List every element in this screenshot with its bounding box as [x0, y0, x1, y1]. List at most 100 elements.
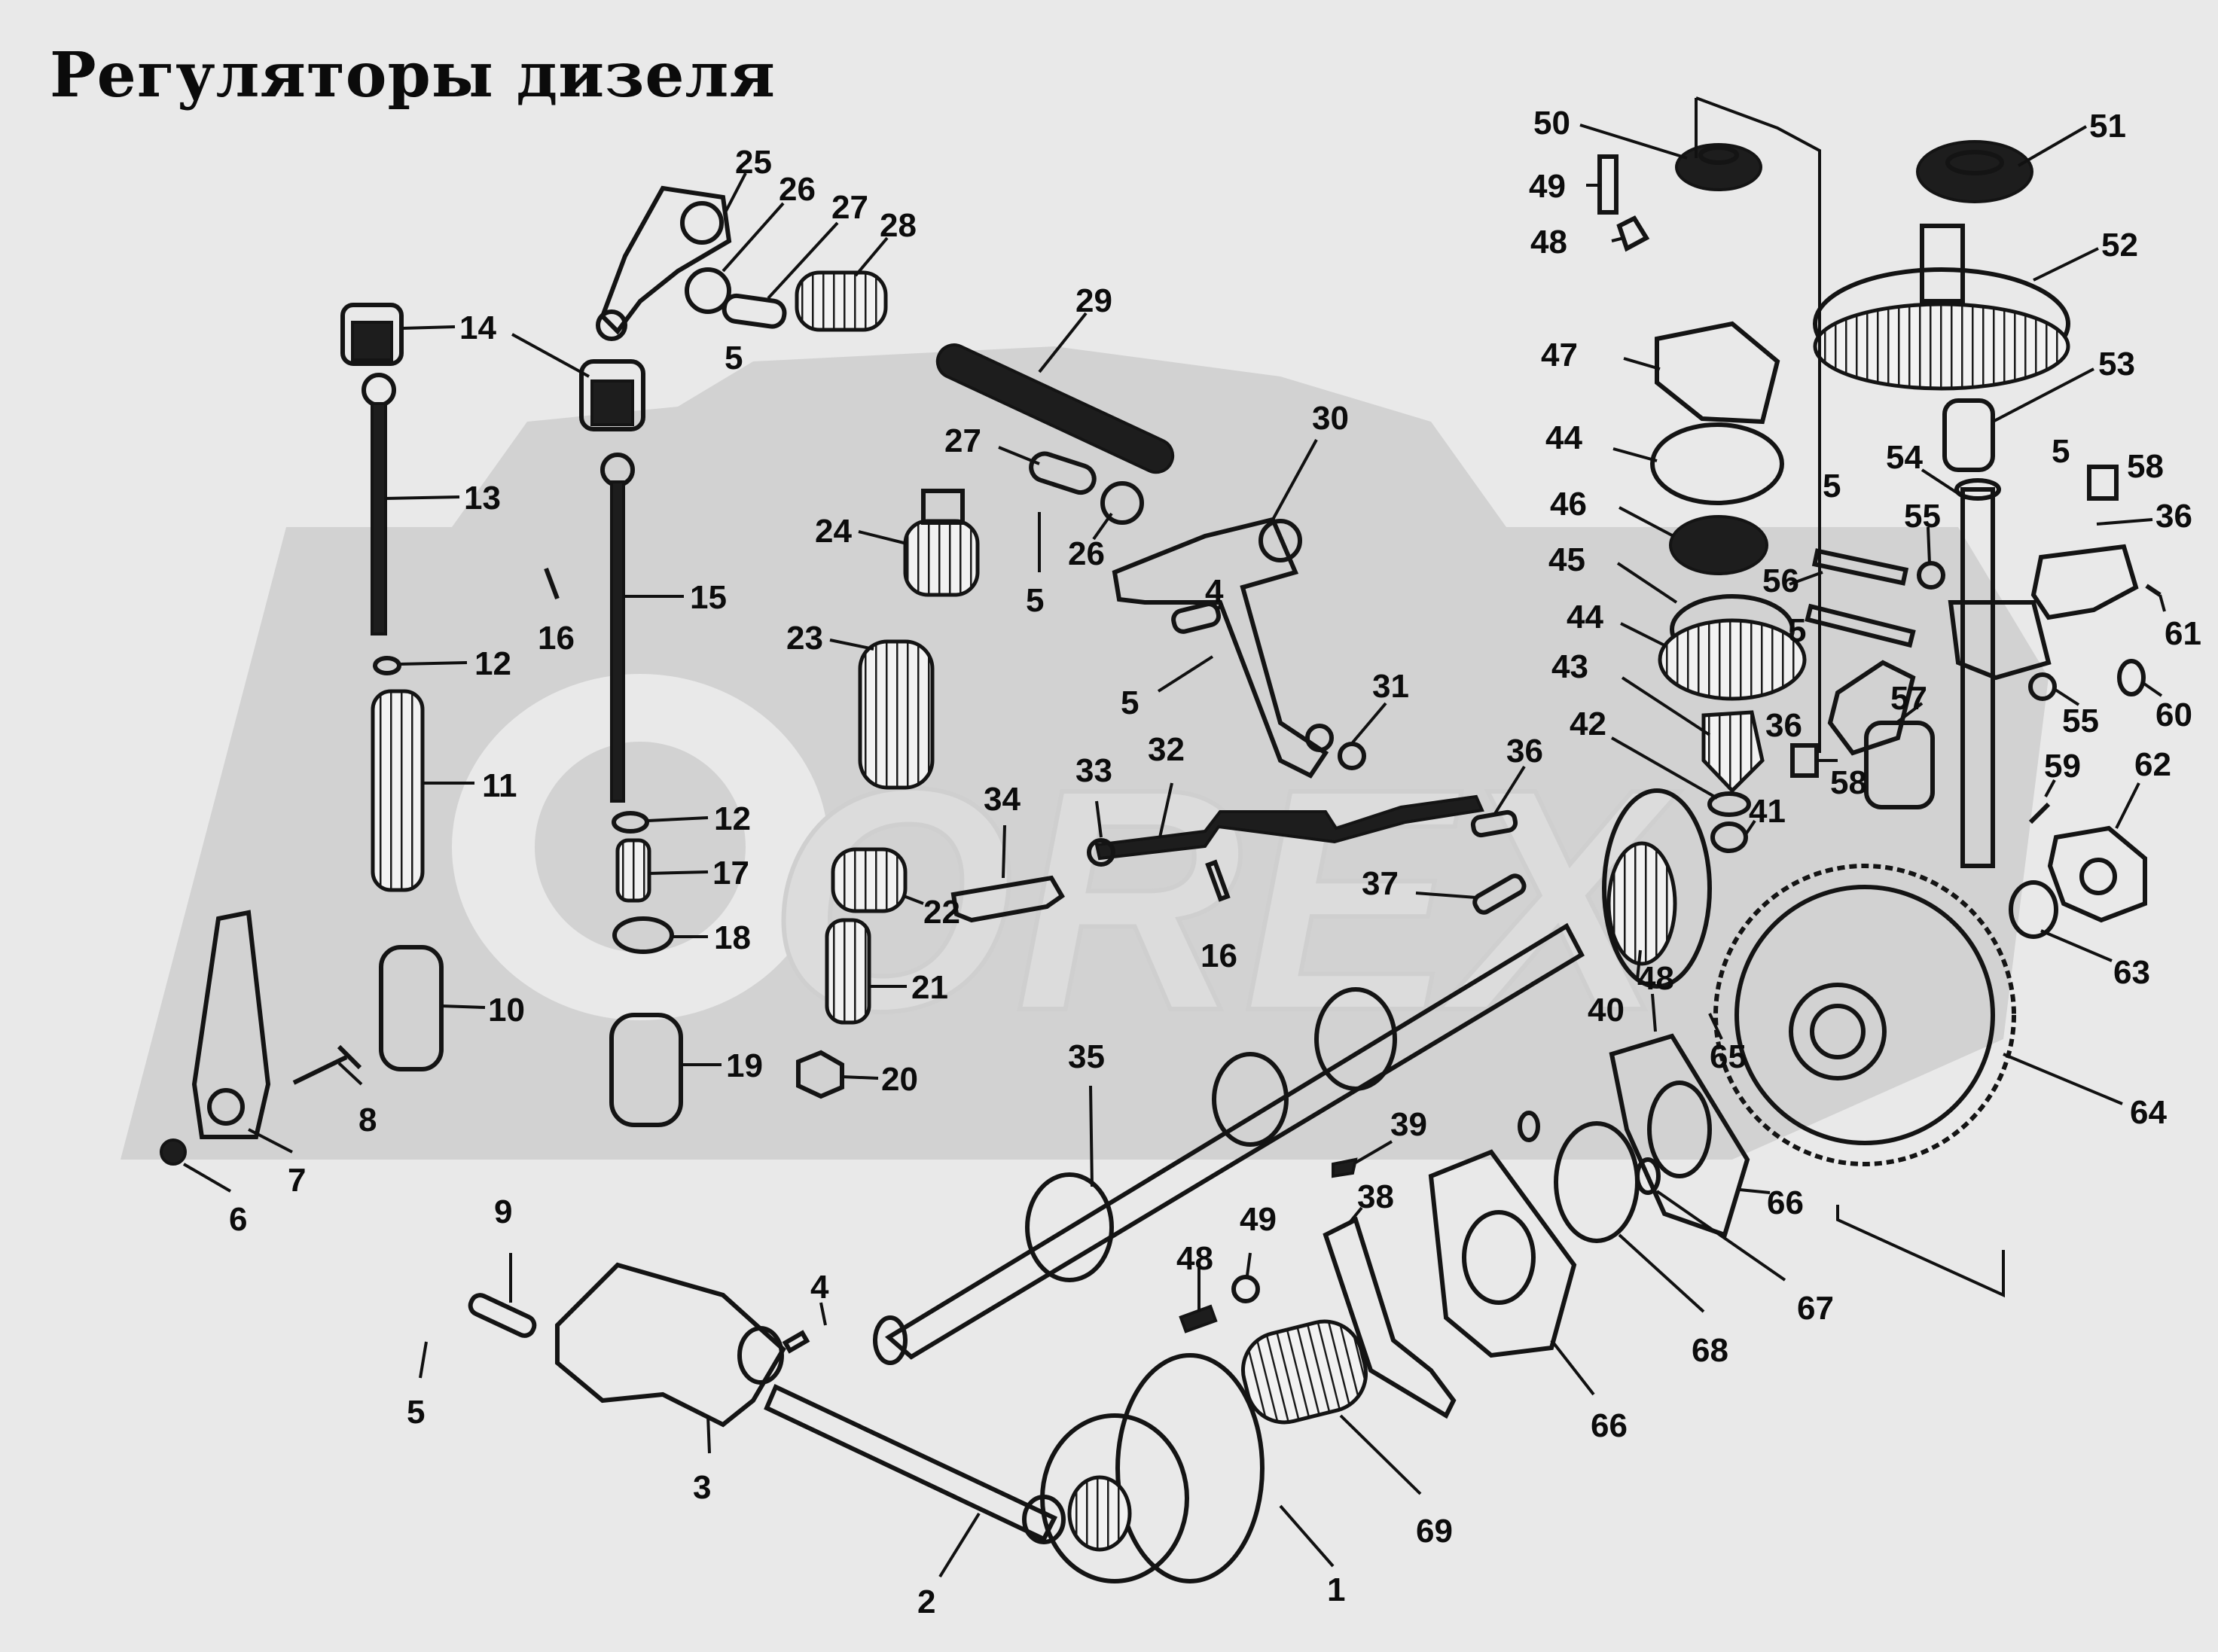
callout-23: 23: [786, 620, 874, 657]
callout-21: 21: [869, 969, 948, 1006]
svg-text:67: 67: [1797, 1290, 1834, 1327]
svg-text:46: 46: [1550, 486, 1587, 523]
callout-12b: 12: [647, 800, 751, 837]
callout-5a: 5: [407, 1341, 428, 1431]
part-pin-59: [2028, 802, 2051, 824]
svg-text:7: 7: [288, 1162, 306, 1199]
callout-35: 35: [1068, 1038, 1105, 1187]
callout-36b: 36: [2096, 498, 2192, 535]
part-shaft-29: [935, 343, 1175, 474]
part-nut-33: [1087, 838, 1115, 867]
callout-8: 8: [337, 1062, 377, 1138]
svg-text:62: 62: [2134, 746, 2171, 783]
callout-51: 51: [2017, 108, 2126, 167]
part-spring-23: [858, 639, 935, 790]
callout-47: 47: [1541, 337, 1661, 373]
part-screw-56a: [1811, 548, 1909, 586]
part-screw-56b: [1805, 603, 1916, 648]
part-washer-67: [1635, 1157, 1661, 1195]
callout-65: 65: [1708, 1013, 1747, 1075]
callout-9: 9: [494, 1193, 512, 1303]
svg-text:32: 32: [1148, 731, 1185, 768]
part-pulley-51: [1916, 140, 2033, 203]
svg-text:16: 16: [1201, 937, 1237, 974]
svg-text:56: 56: [1762, 562, 1799, 599]
svg-text:48: 48: [1637, 960, 1674, 997]
part-lockplate-48a: [1616, 215, 1650, 252]
svg-text:36: 36: [1765, 707, 1802, 744]
callout-25: 25: [723, 144, 772, 215]
svg-text:48: 48: [1176, 1240, 1213, 1277]
svg-text:66: 66: [1767, 1184, 1804, 1221]
part-pin-61: [2145, 584, 2162, 597]
callout-31: 31: [1351, 668, 1409, 744]
part-sleeve-69: [1240, 1319, 1368, 1425]
svg-text:21: 21: [911, 969, 948, 1006]
svg-text:36: 36: [1506, 733, 1543, 770]
part-hub-1: [1040, 1353, 1265, 1583]
part-pin-4a: [1171, 602, 1222, 634]
svg-text:59: 59: [2044, 748, 2081, 785]
svg-text:5: 5: [407, 1394, 425, 1431]
callout-42: 42: [1570, 706, 1718, 800]
callout-36c: 36: [1765, 707, 1802, 744]
svg-text:22: 22: [923, 894, 960, 931]
callout-12a: 12: [400, 645, 511, 682]
part-washer-68s: [1518, 1111, 1540, 1142]
part-pin-4b: [782, 1330, 810, 1354]
svg-text:14: 14: [459, 309, 496, 346]
callout-34: 34: [984, 781, 1021, 879]
part-bearing-46: [1669, 515, 1768, 575]
part-washer-63: [2009, 880, 2058, 939]
callout-59: 59: [2044, 748, 2081, 797]
svg-text:5: 5: [725, 340, 743, 376]
part-shaft-2: [764, 1383, 1058, 1542]
svg-text:17: 17: [712, 855, 749, 892]
svg-text:9: 9: [494, 1193, 512, 1230]
part-camshaft-35: [873, 922, 1585, 1365]
svg-text:41: 41: [1749, 793, 1786, 830]
svg-text:39: 39: [1390, 1106, 1427, 1143]
svg-text:54: 54: [1886, 439, 1923, 476]
part-lever-36c: [1948, 600, 2052, 681]
svg-text:49: 49: [1529, 168, 1566, 205]
svg-text:25: 25: [735, 144, 772, 181]
svg-text:5: 5: [1823, 468, 1841, 504]
part-spring-11: [371, 689, 425, 892]
part-screw-21: [825, 918, 871, 1025]
part-bolt-8: [292, 1044, 362, 1085]
callout-39: 39: [1354, 1106, 1427, 1164]
svg-text:23: 23: [786, 620, 823, 657]
svg-text:57: 57: [1890, 680, 1927, 717]
part-sleeve-22: [831, 847, 908, 913]
callout-26b: 26: [1068, 512, 1113, 572]
callout-16b: 16: [1201, 937, 1237, 974]
svg-text:68: 68: [1692, 1332, 1728, 1369]
part-plate-66b: [1609, 1033, 1750, 1238]
svg-text:36: 36: [2155, 498, 2192, 535]
callout-13: 13: [385, 480, 501, 517]
svg-text:30: 30: [1312, 400, 1349, 437]
parts: [160, 96, 2162, 1583]
callout-69: 69: [1339, 1414, 1453, 1550]
callout-36a: 36: [1493, 733, 1543, 816]
svg-text:15: 15: [690, 579, 727, 616]
part-bolt-13: [362, 373, 396, 636]
callout-40: 40: [1588, 949, 1642, 1029]
svg-text:5: 5: [1121, 684, 1139, 721]
callout-49a: 49: [1529, 168, 1601, 205]
callout-60: 60: [2140, 681, 2192, 733]
part-lever-36a: [2030, 544, 2139, 620]
callout-68: 68: [1618, 1233, 1728, 1369]
part-nut-14b: [579, 359, 645, 431]
part-plate-66a: [1428, 1149, 1577, 1358]
part-flange-47: [1655, 321, 1780, 425]
svg-text:11: 11: [482, 767, 517, 804]
callout-38: 38: [1347, 1178, 1394, 1226]
part-lockplate-48b: [1179, 1304, 1218, 1333]
svg-text:34: 34: [984, 781, 1021, 818]
svg-text:16: 16: [538, 620, 575, 657]
svg-text:69: 69: [1416, 1513, 1453, 1550]
callout-52: 52: [2033, 227, 2138, 282]
